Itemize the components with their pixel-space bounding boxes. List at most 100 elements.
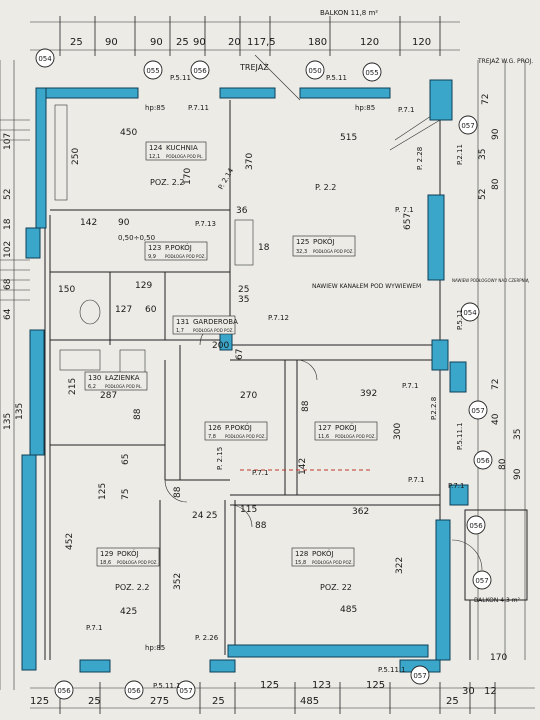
callout-circle: 057 — [472, 570, 492, 590]
svg-text:P.POKÓJ: P.POKÓJ — [225, 423, 252, 432]
svg-text:52: 52 — [478, 189, 488, 200]
svg-text:30: 30 — [462, 686, 475, 697]
svg-text:NAWIEW PODŁOGOWY NAD CZERPNIĄ: NAWIEW PODŁOGOWY NAD CZERPNIĄ — [452, 278, 529, 283]
svg-text:52: 52 — [3, 189, 13, 200]
bottom-dimensions: 125 25 275 25 125 485 123 125 25 30 12 — [30, 680, 497, 707]
svg-text:056: 056 — [476, 457, 490, 465]
svg-text:102: 102 — [3, 241, 13, 258]
svg-text:75: 75 — [121, 489, 131, 500]
svg-text:135: 135 — [3, 413, 13, 430]
callout-circle: 054 — [35, 48, 55, 68]
svg-text:90: 90 — [150, 37, 163, 48]
svg-text:25: 25 — [446, 696, 459, 707]
svg-text:PODŁOGA POD POZ.: PODŁOGA POD POZ. — [117, 560, 158, 565]
svg-text:055: 055 — [365, 69, 378, 77]
svg-text:64: 64 — [3, 308, 13, 320]
svg-text:125: 125 — [260, 680, 279, 691]
svg-text:352: 352 — [173, 573, 183, 590]
svg-text:P.5.11.1: P.5.11.1 — [378, 666, 406, 674]
svg-text:P.7.1: P.7.1 — [398, 106, 415, 114]
svg-text:PODŁOGA POD POZ.: PODŁOGA POD POZ. — [313, 249, 354, 254]
svg-text:362: 362 — [352, 507, 369, 517]
left-dimensions: 107 52 18 102 68 64 215 135 135 452 — [3, 133, 78, 550]
svg-text:056: 056 — [57, 687, 71, 695]
svg-text:515: 515 — [340, 133, 357, 143]
svg-text:12: 12 — [484, 686, 497, 697]
svg-text:88: 88 — [301, 400, 311, 412]
svg-text:124: 124 — [149, 144, 163, 152]
svg-text:657: 657 — [403, 213, 413, 230]
svg-text:127: 127 — [115, 305, 132, 315]
svg-text:127: 127 — [318, 424, 331, 432]
svg-text:PODŁOGA POD POZ.: PODŁOGA POD POZ. — [335, 434, 376, 439]
svg-text:057: 057 — [475, 577, 488, 585]
svg-text:11,6: 11,6 — [318, 434, 329, 440]
callout-circle: 057 — [176, 680, 196, 700]
room-label-130: 130 ŁAZIENKA 6,2 PODŁOGA POD PŁ. — [84, 371, 148, 391]
svg-text:18: 18 — [3, 218, 13, 230]
room-label-126: 126 P.POKÓJ 7,8 PODŁOGA POD POZ. — [204, 421, 268, 441]
top-dimensions: 25 90 90 25 90 20 117,5 180 120 120 BALK… — [70, 9, 431, 48]
svg-text:485: 485 — [300, 696, 319, 707]
svg-text:275: 275 — [150, 696, 169, 707]
svg-text:P.5.11: P.5.11 — [326, 74, 347, 82]
svg-text:20: 20 — [228, 37, 241, 48]
svg-text:P.7.1: P.7.1 — [448, 482, 465, 490]
svg-text:90: 90 — [118, 218, 130, 228]
svg-text:POKÓJ: POKÓJ — [335, 423, 357, 432]
svg-text:PODŁOGA POD POZ.: PODŁOGA POD POZ. — [193, 328, 234, 333]
svg-text:287: 287 — [100, 391, 117, 401]
svg-text:322: 322 — [395, 557, 405, 574]
svg-text:P.5.11: P.5.11 — [170, 74, 191, 82]
svg-text:P. 7.1: P. 7.1 — [395, 206, 414, 214]
svg-text:NAWIEW KANAŁEM POD WYWIEWEM: NAWIEW KANAŁEM POD WYWIEWEM — [312, 283, 421, 290]
svg-text:35: 35 — [238, 295, 249, 305]
dimension-lines — [0, 16, 535, 714]
svg-text:88: 88 — [173, 486, 183, 498]
svg-text:250: 250 — [71, 148, 81, 165]
room-labels: 124 KUCHNIA 12,1 PODŁOGA POD PŁ. 125 POK… — [84, 141, 378, 567]
svg-text:050: 050 — [308, 67, 321, 75]
svg-text:90: 90 — [105, 37, 118, 48]
svg-text:057: 057 — [413, 672, 426, 680]
svg-text:130: 130 — [88, 374, 101, 382]
room-label-128: 128 POKÓJ 15,8 PODŁOGA POD POZ. — [291, 547, 355, 567]
svg-text:PODŁOGA POD POZ.: PODŁOGA POD POZ. — [225, 434, 266, 439]
svg-text:054: 054 — [38, 55, 52, 63]
svg-text:60: 60 — [145, 305, 157, 315]
svg-text:18,6: 18,6 — [100, 560, 111, 566]
svg-text:135: 135 — [15, 403, 25, 420]
svg-text:68: 68 — [3, 278, 13, 290]
svg-text:P.7.12: P.7.12 — [268, 314, 289, 322]
room-label-123: 123 P.POKÓJ 9,9 PODŁOGA POD POZ. — [144, 241, 208, 261]
svg-text:36: 36 — [236, 206, 248, 216]
svg-text:PODŁOGA POD PŁ.: PODŁOGA POD PŁ. — [166, 154, 203, 159]
svg-text:12,1: 12,1 — [149, 154, 160, 160]
svg-text:P.7.1: P.7.1 — [408, 476, 425, 484]
svg-text:142: 142 — [80, 218, 97, 228]
room-label-124: 124 KUCHNIA 12,1 PODŁOGA POD PŁ. — [145, 141, 207, 161]
callout-circle: 056 — [54, 680, 74, 700]
svg-text:125: 125 — [30, 696, 49, 707]
svg-text:P.7.1: P.7.1 — [402, 382, 419, 390]
svg-text:142: 142 — [298, 458, 308, 475]
callout-circle: 057 — [468, 400, 488, 420]
svg-text:057: 057 — [179, 687, 192, 695]
callout-circle: 056 — [190, 60, 210, 80]
svg-text:POZ. 22: POZ. 22 — [320, 583, 352, 592]
svg-text:PODŁOGA POD PŁ.: PODŁOGA POD PŁ. — [105, 384, 142, 389]
svg-text:90: 90 — [193, 37, 206, 48]
svg-text:POZ. 2.2: POZ. 2.2 — [115, 583, 149, 592]
interior-dimensions: 450 515 370 657 142 90 0,50÷0,50 129 150… — [58, 128, 507, 663]
svg-text:057: 057 — [461, 122, 474, 130]
interior-walls — [0, 54, 528, 660]
svg-text:KUCHNIA: KUCHNIA — [166, 144, 198, 152]
svg-text:25: 25 — [70, 37, 83, 48]
svg-text:hp:85: hp:85 — [355, 104, 375, 112]
room-label-131: 131 GARDEROBA 1,7 PODŁOGA POD POZ. — [172, 315, 238, 335]
svg-text:88: 88 — [133, 408, 143, 420]
svg-text:15,8: 15,8 — [295, 560, 306, 566]
svg-text:392: 392 — [360, 389, 377, 399]
load-bearing-walls — [21, 79, 469, 673]
